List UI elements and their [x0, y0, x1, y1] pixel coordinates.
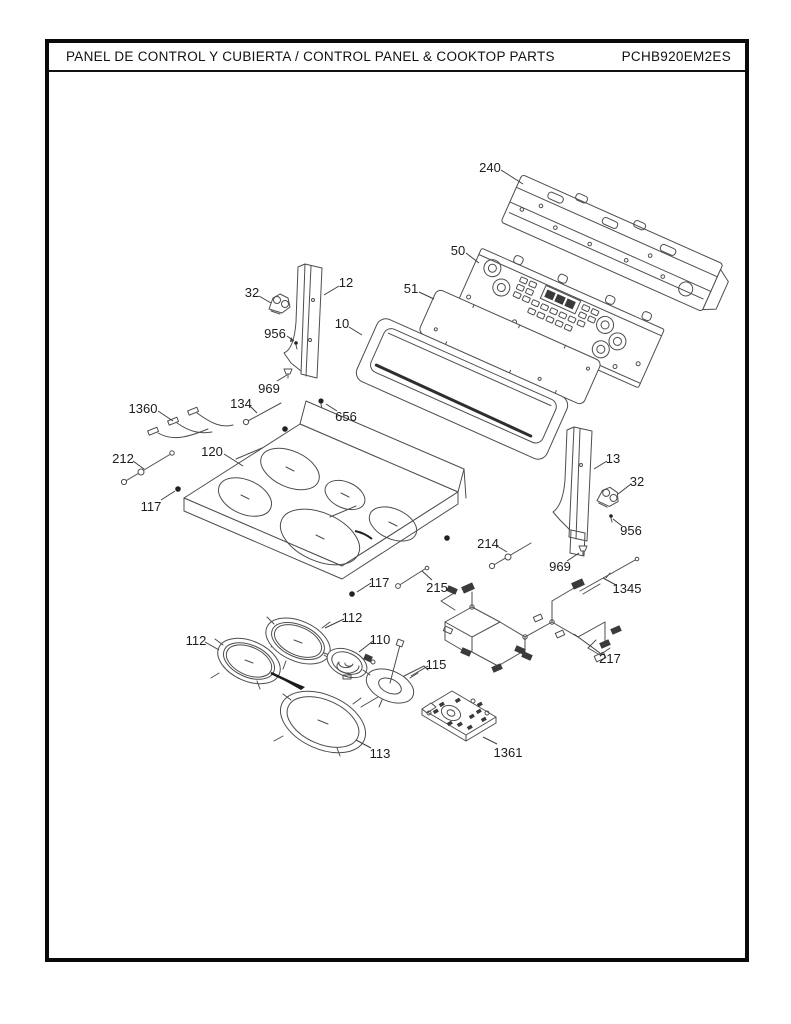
callout-120: 120 — [201, 444, 244, 467]
part-glass-control-panel-10 — [355, 318, 569, 460]
callout-label: 112 — [186, 633, 207, 648]
screw-dot — [444, 535, 450, 541]
screw-117-bottom — [349, 591, 355, 597]
callout-label: 117 — [141, 499, 162, 514]
callout-label: 120 — [201, 444, 223, 459]
callout-label: 50 — [451, 243, 465, 258]
callout-51: 51 — [404, 281, 435, 300]
callout-label: 969 — [549, 559, 571, 574]
callout-label: 32 — [245, 285, 259, 300]
callout-12: 12 — [323, 275, 353, 296]
screw-214 — [488, 542, 532, 570]
callout-label: 113 — [370, 746, 391, 761]
callout-label: 1345 — [613, 581, 642, 596]
callout-13: 13 — [593, 451, 620, 470]
callout-10: 10 — [335, 316, 363, 336]
rod-1345 — [579, 556, 640, 595]
callout-label: 1361 — [494, 745, 523, 760]
callout-50: 50 — [451, 243, 480, 264]
callout-115: 115 — [410, 657, 447, 677]
callout-label: 1360 — [129, 401, 158, 416]
screw-134 — [242, 402, 282, 426]
callout-label: 13 — [606, 451, 620, 466]
callout-956-right: 956 — [612, 518, 642, 538]
callout-215: 215 — [421, 570, 448, 595]
callout-134: 134 — [230, 396, 258, 414]
callout-label: 217 — [599, 651, 621, 666]
part-harness-217 — [440, 578, 622, 673]
screw-212 — [120, 450, 175, 486]
part-rear-panel-240 — [501, 174, 729, 312]
screw-969-right — [578, 545, 588, 556]
callout-112-top: 112 — [324, 610, 363, 629]
callout-label: 110 — [370, 632, 391, 647]
callout-117-left: 117 — [141, 490, 176, 514]
callout-label: 12 — [339, 275, 353, 290]
callout-32-left: 32 — [245, 285, 272, 304]
callout-label: 51 — [404, 281, 418, 296]
part-element-110 — [326, 647, 376, 680]
callout-label: 10 — [335, 316, 349, 331]
callout-label: 117 — [369, 575, 390, 590]
header-divider — [49, 70, 745, 72]
callout-label: 240 — [479, 160, 501, 175]
callout-label: 212 — [112, 451, 134, 466]
page-border: PANEL DE CONTROL Y CUBIERTA / CONTROL PA… — [45, 39, 749, 962]
part-harness-1360 — [147, 406, 234, 439]
callout-1360: 1360 — [129, 401, 174, 422]
screw-dot — [282, 426, 288, 432]
part-element-115 — [362, 638, 429, 708]
part-bracket-32-left — [268, 293, 291, 315]
callout-214: 214 — [477, 536, 508, 553]
callout-label: 956 — [620, 523, 642, 538]
callout-212: 212 — [112, 451, 145, 470]
part-cooktop-glass-120 — [183, 400, 467, 580]
callout-32-right: 32 — [617, 474, 644, 495]
part-board-1361 — [421, 690, 497, 742]
part-right-trim-13 — [552, 426, 593, 557]
part-left-trim-12 — [283, 263, 323, 379]
screw-956-left — [294, 341, 298, 350]
callout-969-left: 969 — [258, 374, 288, 396]
knob-encoders — [483, 259, 627, 359]
callout-label: 134 — [230, 396, 252, 411]
callout-969-right: 969 — [549, 552, 580, 574]
part-control-assembly-50 — [455, 248, 665, 388]
callout-label: 656 — [335, 409, 357, 424]
keypad-display — [512, 276, 600, 332]
callout-label: 115 — [426, 657, 447, 672]
callout-label: 969 — [258, 381, 280, 396]
model-number: PCHB920EM2ES — [621, 49, 731, 64]
callout-1361: 1361 — [482, 736, 523, 760]
callout-1345: 1345 — [602, 577, 642, 596]
screw-956-right — [609, 514, 613, 523]
part-element-112-top — [265, 616, 333, 670]
screw-117-left — [175, 486, 181, 492]
callout-label: 112 — [342, 610, 363, 625]
part-element-112-left — [210, 637, 305, 690]
callout-label: 32 — [630, 474, 644, 489]
callout-956-left: 956 — [264, 326, 295, 342]
page-title: PANEL DE CONTROL Y CUBIERTA / CONTROL PA… — [66, 49, 555, 64]
callout-656: 656 — [325, 403, 357, 424]
screw-969-left — [283, 368, 293, 379]
part-element-113 — [273, 690, 379, 757]
callout-217: 217 — [573, 633, 621, 666]
callout-label: 214 — [477, 536, 499, 551]
callout-label: 956 — [264, 326, 286, 341]
callout-240: 240 — [479, 160, 524, 185]
callout-110: 110 — [358, 632, 391, 653]
callout-117-bottom: 117 — [356, 575, 390, 593]
screw-215 — [395, 565, 430, 589]
callout-113: 113 — [355, 739, 391, 761]
callout-112-left: 112 — [186, 633, 220, 651]
callout-label: 215 — [426, 580, 448, 595]
part-bracket-32-right — [596, 486, 619, 508]
